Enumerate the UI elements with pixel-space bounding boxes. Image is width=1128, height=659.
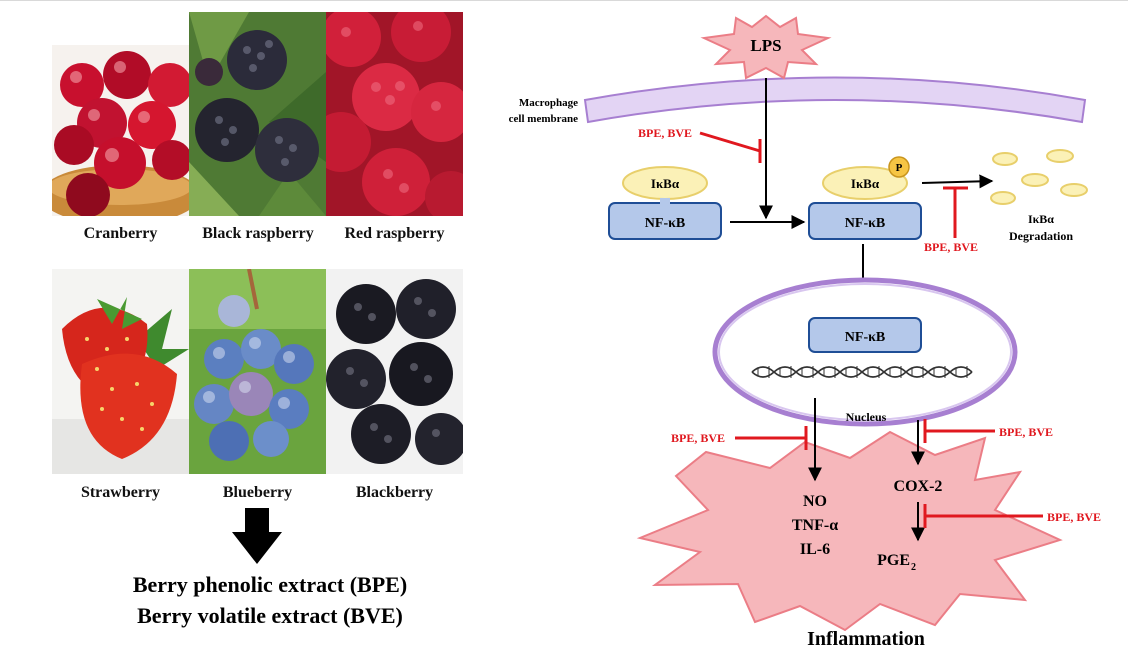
cox2-label: COX-2 <box>894 478 943 495</box>
mediator-label: NO <box>803 493 827 510</box>
cell-membrane <box>583 76 1087 124</box>
nfkb-label: NF-κB <box>845 330 885 345</box>
berry-caption: Blueberry <box>222 484 293 501</box>
inhibitor-label: BPE, BVE <box>1047 510 1101 524</box>
inflammation-burst <box>636 430 1063 632</box>
berry-caption: Strawberry <box>80 484 161 501</box>
phosphate-icon <box>888 156 910 178</box>
mediator-label: IL-6 <box>800 541 830 558</box>
nfkb-label: NF-κB <box>845 216 885 231</box>
nfkb-label: NF-κB <box>645 216 685 231</box>
degradation-arrow <box>921 174 994 189</box>
berry-caption: Black raspberry <box>202 225 314 242</box>
lps-starburst <box>700 14 832 80</box>
inhibitor-label: BPE, BVE <box>638 126 692 140</box>
inhibitor-label: BPE, BVE <box>671 431 725 445</box>
phosphate-label: P <box>896 162 903 174</box>
blackberry-photo <box>326 269 463 474</box>
inflammation-label: Inflammation <box>807 628 925 650</box>
top-divider <box>0 0 1128 1</box>
ikba-oval <box>822 166 908 200</box>
ikba-label: IκBα <box>851 176 880 191</box>
nfkb-box <box>808 317 922 353</box>
berry-caption: Blackberry <box>355 484 434 501</box>
extract-label-bve: Berry volatile extract (BVE) <box>137 603 403 628</box>
black-raspberry-photo <box>189 12 326 216</box>
lps-label: LPS <box>750 36 781 55</box>
degradation-label: Degradation <box>1009 229 1073 243</box>
inhibitor-label: BPE, BVE <box>999 425 1053 439</box>
membrane-label: Macrophage <box>519 97 578 109</box>
cranberry-photo <box>52 45 189 216</box>
inhibition-line <box>699 131 761 153</box>
membrane-label: cell membrane <box>509 113 578 125</box>
degradation-label: IκBα <box>1028 212 1054 226</box>
nfkb-box <box>808 202 922 240</box>
extract-label-bpe: Berry phenolic extract (BPE) <box>132 572 408 597</box>
blueberry-photo <box>189 269 326 474</box>
red-raspberry-photo <box>326 12 463 216</box>
berry-caption: Cranberry <box>83 225 158 242</box>
pge2-subscript: 2 <box>911 562 916 573</box>
nucleus-label: Nucleus <box>846 410 887 424</box>
pge2-label: PGE <box>877 552 910 569</box>
strawberry-photo <box>52 269 189 474</box>
mediator-label: TNF-α <box>792 517 838 534</box>
ikba-label: IκBα <box>651 176 680 191</box>
berry-caption: Red raspberry <box>344 225 445 242</box>
degraded-ikba-fragments <box>990 149 1088 205</box>
down-arrow-icon <box>232 508 282 564</box>
dna-helix <box>751 366 973 378</box>
inhibitor-label: BPE, BVE <box>924 240 978 254</box>
